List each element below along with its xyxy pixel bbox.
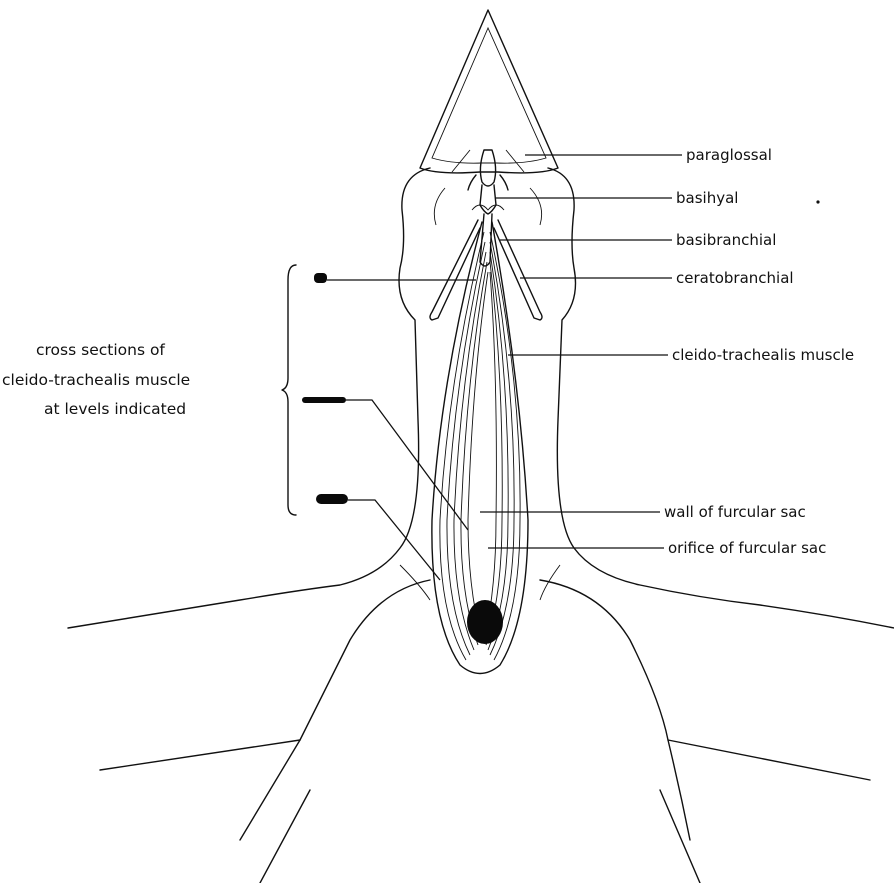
cross-section-level-3 [316,494,348,504]
side-note-line-3: at levels indicated [44,400,186,418]
label-wall-of-furcular-sac: wall of furcular sac [664,503,806,521]
side-note-line-1: cross sections of [36,341,165,359]
label-orifice-of-furcular-sac: orifice of furcular sac [668,539,826,557]
paraglossal-bone [480,150,495,186]
hyoid-apparatus [430,150,542,320]
ceratobranchial-right [494,220,542,320]
beak-outline [420,10,558,173]
label-ceratobranchial: ceratobranchial [676,269,794,287]
label-basibranchial: basibranchial [676,231,776,249]
leader-lines [327,155,682,580]
label-basihyal: basihyal [676,189,738,207]
label-cleido-trachealis-muscle: cleido-trachealis muscle [672,346,854,364]
cross-section-level-1 [314,273,327,283]
side-note-line-2: cleido-trachealis muscle [2,371,190,389]
cross-section-level-2 [302,397,346,403]
bracket [282,265,296,515]
furcular-sac-orifice [467,600,503,644]
label-paraglossal: paraglossal [686,146,772,164]
stray-dot [816,200,819,203]
cross-section-markers [282,265,348,515]
